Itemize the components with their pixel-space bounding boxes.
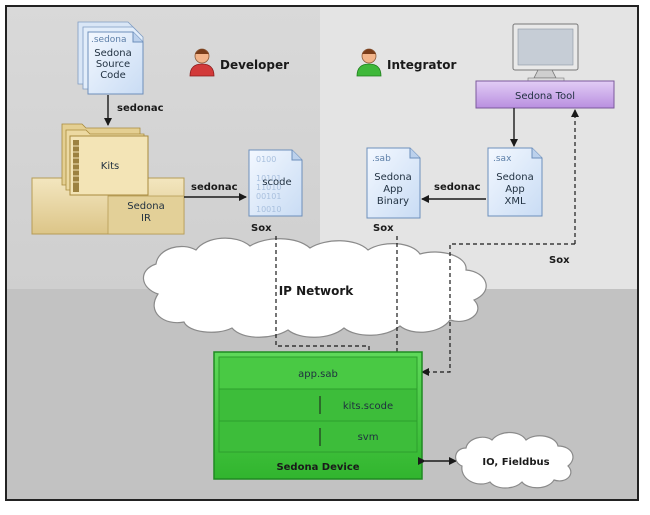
edge-sedonac-ir-to-scode: sedonac xyxy=(184,182,247,201)
kits-label: Kits xyxy=(101,161,119,172)
integrator-role: Integrator xyxy=(356,48,456,77)
svg-text:0100: 0100 xyxy=(256,155,276,164)
scode-label: scode xyxy=(262,177,291,188)
developer-role: Developer xyxy=(189,48,289,77)
sax-label-line1: Sedona xyxy=(496,172,533,183)
svg-text:11010: 11010 xyxy=(256,183,281,192)
sab-tag: .sab xyxy=(372,154,391,164)
ir-label-line2: IR xyxy=(141,213,151,224)
ip-network-label: IP Network xyxy=(279,284,355,298)
layer-label-kits-scode: kits.scode xyxy=(343,401,393,412)
edge-label-sox-sab: Sox xyxy=(373,223,394,234)
source-label-line1: Sedona xyxy=(94,48,131,59)
sox-path-scode-to-kits xyxy=(275,236,373,385)
sedona-device: app.sab kits.scode svm Sedona Device xyxy=(213,351,423,480)
zipper-icon xyxy=(73,140,79,192)
edge-label-sedonac-ir: sedonac xyxy=(191,182,238,193)
edge-label-sox-scode: Sox xyxy=(251,223,272,234)
svg-text:10101: 10101 xyxy=(256,174,281,183)
sedona-tool-box: Sedona Tool xyxy=(475,80,615,109)
source-tag: .sedona xyxy=(91,35,127,45)
ir-label-line1: Sedona xyxy=(127,201,164,212)
edge-label-sedonac-down: sedonac xyxy=(117,103,164,114)
device-layer-svm xyxy=(218,420,418,453)
sedona-tool-label: Sedona Tool xyxy=(515,91,575,102)
svg-text:10010: 10010 xyxy=(256,205,281,214)
sax-tag: .sax xyxy=(493,154,512,164)
monitor-icon xyxy=(512,23,579,83)
kits-folder: Kits xyxy=(61,123,149,196)
edge-sedonac-sax-to-sab: sedonac xyxy=(421,182,486,203)
source-label-line2: Source xyxy=(96,59,130,70)
io-fieldbus-cloud: IO, Fieldbus xyxy=(455,431,574,489)
edge-sedonac-compile-kits: sedonac xyxy=(104,95,164,126)
developer-label: Developer xyxy=(220,58,289,72)
sax-label-line2: App xyxy=(505,184,525,195)
source-label-line3: Code xyxy=(100,70,126,81)
sedona-device-label: Sedona Device xyxy=(276,462,359,473)
edge-label-sox-tool: Sox xyxy=(549,255,570,266)
sab-label-line1: Sedona xyxy=(374,172,411,183)
io-fieldbus-label: IO, Fieldbus xyxy=(482,457,549,468)
sox-path-tool-horizontal xyxy=(421,243,575,376)
integrator-label: Integrator xyxy=(387,58,456,72)
svg-text:00101: 00101 xyxy=(256,192,281,201)
sab-file: .sab Sedona App Binary xyxy=(366,147,421,219)
edge-label-sedonac-sax: sedonac xyxy=(434,182,481,193)
integrator-user-icon xyxy=(356,48,382,77)
layer-label-svm: svm xyxy=(358,432,379,443)
sax-file: .sax Sedona App XML xyxy=(487,147,543,217)
sox-dashed-paths xyxy=(275,109,579,385)
sax-label-line3: XML xyxy=(504,196,525,207)
sedona-source-code-file: .sedona Sedona Source Code xyxy=(77,21,144,95)
developer-user-icon xyxy=(189,48,215,77)
sedona-ir-block: Sedona IR xyxy=(31,177,185,235)
device-layer-kits-scode xyxy=(218,388,418,422)
layer-label-app-sab: app.sab xyxy=(298,369,338,380)
sab-label-line2: App xyxy=(383,184,403,195)
scode-file: 0100 10101 11010 00101 10010 scode xyxy=(248,149,303,217)
binary-digits-graphic: 0100 10101 11010 00101 10010 xyxy=(256,155,281,214)
ip-network-cloud: IP Network xyxy=(142,237,487,338)
sab-label-line3: Binary xyxy=(377,196,409,207)
